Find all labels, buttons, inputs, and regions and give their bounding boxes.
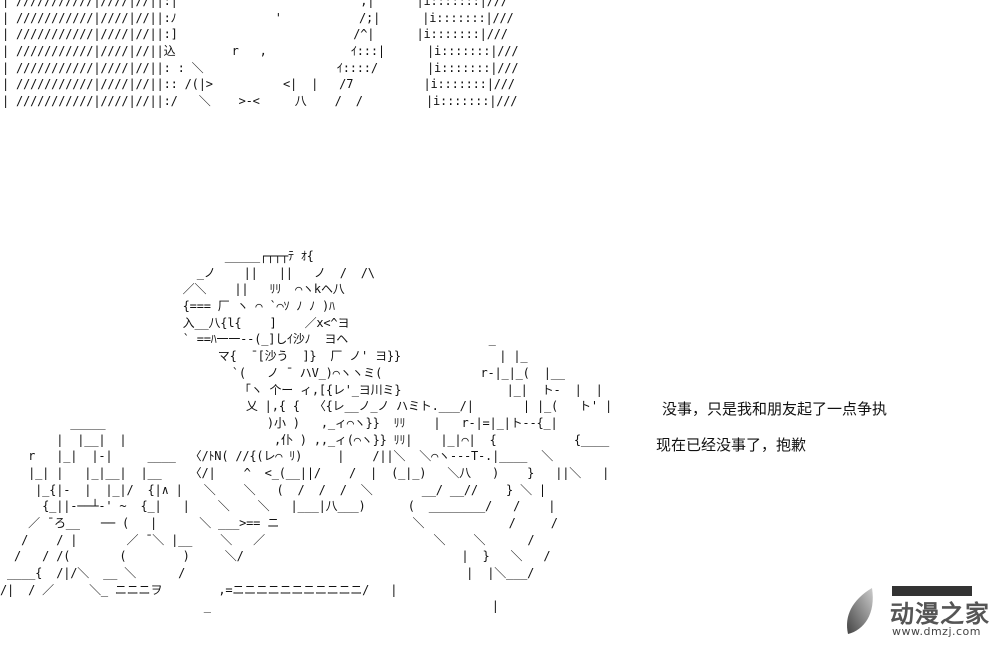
- ascii-art-line: _ノ || || ノ / /\: [0, 265, 375, 280]
- logo-name: 动漫之家: [890, 600, 990, 628]
- ascii-art-line: | ///////////|////|//||: : ＼ ｲ::::/ |i::…: [2, 60, 519, 75]
- ascii-art-line: ／＼ || ﾘﾘ ⌒ヽkヘ八: [0, 282, 345, 297]
- ascii-art-line: ／ ̄ ろ__ ── ( | ＼ ___>== ニ ＼ / /: [0, 516, 558, 530]
- ascii-art-line: / / | ／ ̄ ＼ |__ ＼ ／ ＼ ＼ /: [0, 532, 535, 547]
- ascii-art-line: _ |: [0, 599, 499, 614]
- ascii-art-line: ` ==ﾊ一一--(_]しｲ沙ﾉ ヨヘ _: [0, 332, 496, 347]
- ascii-art-line: 乂 |,{ { 〈{レ__ノ_ノ ハミト.___/| | |_( ト' |: [0, 399, 612, 414]
- ascii-art-line: |_| | |_|__| |__ 〈/| ^ <_(__||/ / | (_|_…: [0, 465, 610, 480]
- logo-url: www.dmzj.com: [892, 625, 981, 638]
- ascii-art-line: | |__| | ,仆 ) ,,_ィ(⌒ヽ}} ﾘﾘ| |_|⌒| { {___…: [0, 432, 609, 447]
- ascii-art-character-figure: _____┌┬┬┬ﾃ ｵ{ _ノ || || ノ / /\ ／＼ || ﾘﾘ ⌒…: [0, 248, 612, 615]
- ascii-art-line: r |_| |-| ____ 〈/ﾄN( //{(レ⌒ ﾘ) | /||＼ ＼⌒…: [0, 449, 554, 464]
- ascii-art-line: _____┌┬┬┬ﾃ ｵ{: [0, 249, 314, 263]
- ascii-art-line: ____{ /|/＼ __ ＼ / | |＼___/: [0, 566, 535, 581]
- ascii-art-top-panel: | ///////////|////|//||:| ,| |i:::::::|/…: [2, 0, 519, 110]
- dialogue-line-1: 没事，只是我和朋友起了一点争执: [662, 400, 888, 418]
- ascii-art-line: | ///////////|////|//||込 r , ｲ:::| |i:::…: [2, 44, 519, 59]
- logo-bar: [892, 586, 972, 596]
- ascii-art-line: {=== 厂 ヽ ⌒ `⌒ｿ ﾉ ﾉ )ﾊ: [0, 299, 335, 314]
- ascii-art-line: `( ノ ̄ ハV_)⌒ヽヽミ( r-|_|_( |__: [0, 365, 565, 380]
- ascii-art-line: / / /( ( ) ＼/ | } ＼ /: [0, 549, 551, 564]
- leaf-logo-icon: [847, 588, 873, 634]
- ascii-art-line: | ///////////|////|//||:/ ＼ >-< 八 / / |i…: [2, 94, 518, 109]
- ascii-art-line: |_{|- | |_|/ {|∧ | ＼ ＼ ( / / / ＼ __/ __/…: [0, 482, 546, 497]
- ascii-art-line: /| / ／ ＼_ ニニニヲ ,=ニニニニニニニニニニニ/ |: [0, 582, 398, 597]
- watermark-logo: 动漫之家 www.dmzj.com: [840, 584, 990, 644]
- ascii-art-line: | ///////////|////|//||:ﾉ ' /;| |i::::::…: [2, 10, 514, 25]
- ascii-art-line: _____ )小 ) ,_ィ⌒ヽ}} ﾘﾘ | r-|=|_|ト--{_|: [0, 415, 558, 430]
- dialogue-line-2: 现在已经没事了，抱歉: [656, 436, 807, 454]
- ascii-art-line: {_||-──┴-' ~ {_| | ＼ ＼ |___|八___) ( ____…: [0, 499, 556, 514]
- ascii-art-line: 「ヽ 个ー ィ,[{レ'_ヨ川ミ} |_| ト- | |: [0, 382, 603, 397]
- ascii-art-line: | ///////////|////|//||:] /^| |i:::::::|…: [2, 27, 508, 42]
- ascii-art-line: 入__八{l{ ] ／x<^ヨ: [0, 315, 350, 330]
- ascii-art-line: | ///////////|////|//||:| ,| |i:::::::|/…: [2, 0, 508, 8]
- ascii-art-line: マ{ ̄ [沙う ]} 厂 ノ' ヨ}} | |_: [0, 349, 528, 364]
- ascii-art-line: | ///////////|////|//||:: /(|> <| | /7 |…: [2, 77, 515, 92]
